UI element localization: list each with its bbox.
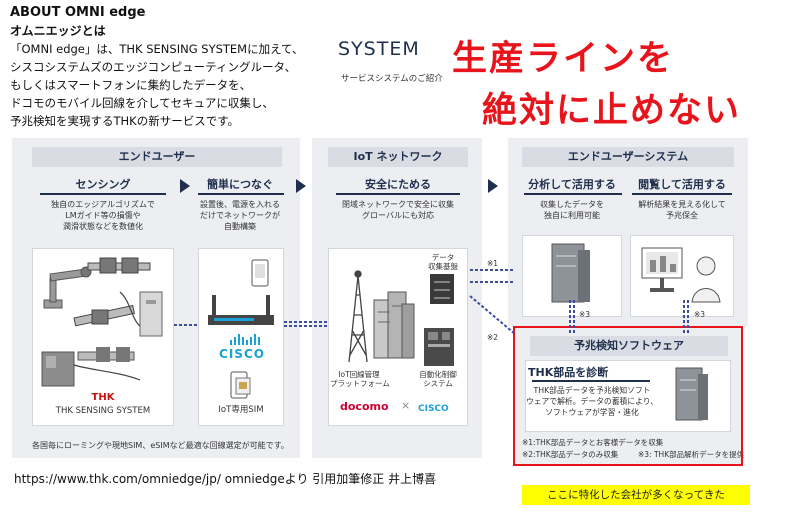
label-thk-sensing-system: THK SENSING SYSTEM bbox=[55, 406, 151, 416]
caption-predictive: 予兆検知ソフトウェア bbox=[530, 336, 728, 356]
text-line: 独自のエッジアルゴリズムで bbox=[51, 200, 155, 209]
system-title: SYSTEM bbox=[338, 38, 420, 60]
sensor-unit-icon bbox=[119, 291, 163, 337]
arrow-right-icon bbox=[488, 179, 498, 193]
text-line: だけでネットワークが bbox=[200, 211, 280, 220]
text-line: 設置後、電源を入れる bbox=[200, 200, 280, 209]
headline-line2: 絶対に止めない bbox=[482, 91, 742, 131]
headline-line1: 生産ラインを bbox=[452, 39, 675, 79]
header-body-line: ドコモのモバイル回線を介してセキュアに収集し、 bbox=[10, 96, 274, 110]
note-1: ※1:THK部品データとお客様データを収集 bbox=[522, 438, 664, 447]
text-line: ソフトウェアが学習・進化 bbox=[545, 408, 639, 417]
text-connect: 設置後、電源を入れる だけでネットワークが 自動構築 bbox=[188, 199, 292, 232]
text-line: 予兆保全 bbox=[666, 211, 698, 220]
header-body-line: 予兆検知を実現するTHKの新サービスです。 bbox=[10, 114, 240, 128]
antenna-tower-icon bbox=[348, 270, 368, 363]
label-iot-sim: IoT専用SIM bbox=[218, 405, 264, 415]
divider bbox=[336, 193, 460, 195]
label-iot-platform: IoT回線管理 プラットフォーム bbox=[330, 370, 390, 388]
header-body: 「OMNI edge」は、THK SENSING SYSTEMに加えて、 シスコ… bbox=[10, 40, 340, 130]
note-2: ※2:THK部品データのみ収集 bbox=[522, 450, 619, 459]
smartphone-icon bbox=[251, 259, 269, 287]
label-store-safely: 安全にためる bbox=[365, 178, 431, 191]
header-body-line: シスコシステムズのエッジコンピューティングルータ、 bbox=[10, 60, 297, 74]
divider bbox=[632, 193, 732, 195]
arrow-right-icon bbox=[296, 179, 306, 193]
server-icon bbox=[675, 367, 708, 421]
divider bbox=[524, 193, 622, 195]
mark-3a: ※3 bbox=[579, 310, 591, 319]
label-view: 閲覧して活用する bbox=[638, 178, 726, 191]
note-3: ※3: THK部品解析データを提供 bbox=[638, 450, 745, 459]
mark-3b: ※3 bbox=[694, 310, 706, 319]
robot-arm-icon bbox=[43, 266, 92, 309]
control-cabinet-icon bbox=[424, 328, 454, 366]
header-body-line: 「OMNI edge」は、THK SENSING SYSTEMに加えて、 bbox=[10, 42, 304, 56]
router-icon bbox=[208, 295, 274, 325]
divider bbox=[532, 380, 650, 382]
thk-logo: THK bbox=[91, 392, 115, 403]
text-line: 自動化制御 bbox=[419, 370, 457, 379]
label-sensing: センシング bbox=[75, 178, 131, 191]
system-subtitle: サービスシステムのご紹介 bbox=[341, 74, 443, 84]
text-line: 収集基盤 bbox=[428, 262, 458, 271]
cisco-bars-icon bbox=[230, 334, 260, 345]
bottom-note: 各国毎にローミングや現地SIM、eSIMなど最適な回線選定が可能です。 bbox=[32, 441, 289, 450]
header-title: ABOUT OMNI edge bbox=[10, 5, 146, 20]
data-platform-icon bbox=[430, 274, 454, 304]
machine-icon bbox=[41, 347, 141, 387]
text-line: システム bbox=[423, 379, 453, 388]
caption-iot-network: IoT ネットワーク bbox=[328, 147, 468, 167]
lm-guide-icon bbox=[73, 257, 151, 327]
text-line: LMガイド等の損傷や bbox=[65, 211, 141, 220]
server-rack-icon bbox=[373, 291, 415, 359]
text-analyze: 収集したデータを 独自に利用可能 bbox=[518, 199, 626, 221]
monitor-worker-icon bbox=[641, 247, 721, 303]
label-data-platform: データ 収集基盤 bbox=[418, 253, 468, 271]
server-icon bbox=[551, 243, 590, 303]
mark-2: ※2 bbox=[487, 333, 499, 342]
times-sign: × bbox=[401, 399, 411, 412]
text-iot-network: 閉域ネットワークで安全に収集 グローバルにも対応 bbox=[324, 199, 472, 221]
cisco-logo: CISCO bbox=[219, 347, 265, 361]
highlight-note: ここに特化した会社が多くなってきた bbox=[522, 485, 750, 505]
label-control-system: 自動化制御 システム bbox=[408, 370, 468, 388]
text-sensing: 独自のエッジアルゴリズムで LMガイド等の損傷や 潤滑状態などを数値化 bbox=[32, 199, 174, 232]
divider bbox=[198, 193, 284, 195]
header-subtitle: オムニエッジとは bbox=[10, 24, 106, 38]
arrow-right-icon bbox=[180, 179, 190, 193]
docomo-logo: docomo bbox=[340, 400, 389, 413]
label-connect: 簡単につなぐ bbox=[207, 178, 273, 191]
header-body-line: もしくはスマートフォンに集約したデータを、 bbox=[10, 78, 252, 92]
highlight-frame bbox=[513, 326, 743, 466]
text-view: 解析結果を見える化して 予兆保全 bbox=[626, 199, 738, 221]
label-analyze: 分析して活用する bbox=[528, 178, 616, 191]
caption-end-user-system: エンドユーザーシステム bbox=[522, 147, 734, 167]
text-line: 収集したデータを bbox=[540, 200, 604, 209]
text-line: プラットフォーム bbox=[330, 379, 390, 388]
text-line: データ bbox=[431, 253, 455, 262]
data-flow-line bbox=[174, 269, 689, 335]
text-line: グローバルにも対応 bbox=[362, 211, 434, 220]
text-line: ウェアで解析。データの蓄積により、 bbox=[525, 397, 659, 406]
caption-end-user: エンドユーザー bbox=[32, 147, 282, 167]
footer-credit: https://www.thk.com/omniedge/jp/ omniedg… bbox=[14, 472, 437, 486]
mark-1: ※1 bbox=[487, 259, 499, 268]
cisco-logo-small: CISCO bbox=[418, 404, 449, 414]
text-line: 独自に利用可能 bbox=[544, 211, 600, 220]
text-line: 閉域ネットワークで安全に収集 bbox=[342, 200, 454, 209]
sim-card-icon bbox=[230, 371, 251, 399]
text-line: 自動構築 bbox=[224, 222, 256, 231]
text-line: 解析結果を見える化して bbox=[638, 200, 726, 209]
label-diagnose: THK部品を診断 bbox=[528, 366, 609, 379]
text-line: THK部品データを予兆検知ソフト bbox=[533, 386, 651, 395]
text-line: IoT回線管理 bbox=[338, 370, 380, 379]
text-line: 潤滑状態などを数値化 bbox=[63, 222, 143, 231]
text-predictive: THK部品データを予兆検知ソフト ウェアで解析。データの蓄積により、 ソフトウェ… bbox=[524, 385, 660, 418]
divider bbox=[40, 193, 166, 195]
